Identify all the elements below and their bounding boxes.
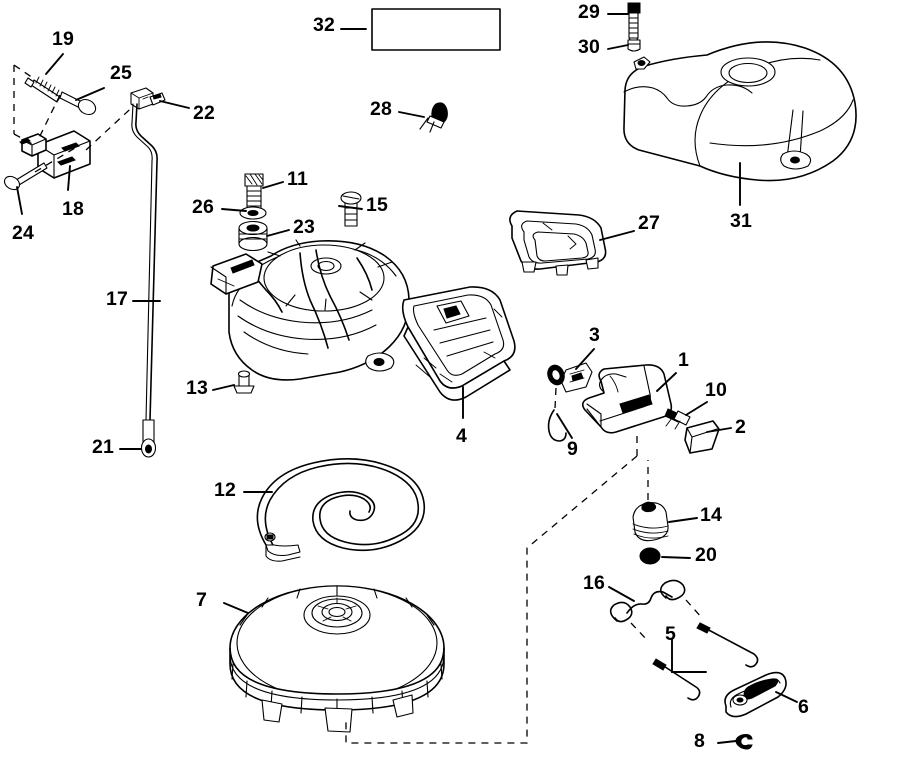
cap-nut-14 (632, 501, 669, 542)
grommet-13 (233, 370, 255, 394)
callout-25: 25 (110, 62, 133, 84)
handle-bezel-27 (509, 210, 607, 276)
leader-lines (16, 13, 798, 744)
starter-handle-1 (581, 364, 673, 434)
recoil-spring-12 (256, 458, 426, 562)
pawl-6 (724, 671, 787, 718)
insert-2 (684, 420, 720, 454)
screw-long-24 (3, 162, 48, 191)
callout-10: 10 (705, 379, 728, 401)
callout-11: 11 (287, 168, 309, 190)
callout-20: 20 (695, 544, 718, 566)
bushing-23 (238, 220, 268, 252)
callout-7: 7 (196, 589, 208, 611)
decal-plate-32 (371, 8, 501, 51)
assembly-dashed-box (345, 430, 649, 744)
callout-1: 1 (678, 349, 690, 371)
callout-30: 30 (578, 36, 601, 58)
callout-19: 19 (52, 28, 75, 50)
nut-30 (627, 39, 641, 52)
callout-31: 31 (730, 210, 753, 232)
cable-anchor-3 (547, 362, 593, 393)
pulley-sheave-7 (229, 585, 445, 733)
callout-28: 28 (370, 98, 393, 120)
callout-12: 12 (214, 479, 237, 501)
callout-17: 17 (106, 288, 129, 310)
screw-knurled-11 (244, 173, 264, 211)
callout-2: 2 (735, 416, 747, 438)
spring-pin-19 (24, 76, 61, 103)
retainer-clip-8 (735, 734, 753, 750)
callout-22: 22 (193, 102, 216, 124)
lockout-rod-17 (131, 103, 158, 421)
pawl-spring-5a (696, 622, 759, 668)
screw-29 (627, 2, 641, 46)
rivet-pin-25 (59, 91, 97, 116)
callout-9: 9 (567, 438, 579, 460)
starter-housing-4 (210, 239, 516, 401)
callout-26: 26 (192, 196, 215, 218)
lock-nut-20 (639, 547, 661, 565)
callout-23: 23 (293, 216, 316, 238)
callout-21: 21 (92, 436, 115, 458)
washer-26 (239, 206, 267, 220)
pawl-spring-5b (652, 658, 701, 701)
callout-32: 32 (313, 14, 336, 36)
callout-18: 18 (62, 198, 85, 220)
callout-16: 16 (583, 572, 606, 594)
callout-14: 14 (700, 504, 723, 526)
callout-6: 6 (798, 696, 810, 718)
callout-24: 24 (12, 222, 35, 244)
pin-10 (664, 408, 691, 430)
hook-clip-9 (547, 387, 567, 442)
callout-5: 5 (665, 623, 677, 645)
starter-cover-31 (623, 41, 857, 182)
callout-8: 8 (694, 730, 706, 752)
assembly-dashed-lines-left (13, 64, 141, 173)
callout-3: 3 (589, 324, 601, 346)
callout-4: 4 (456, 425, 468, 447)
push-rivet-28 (419, 102, 448, 133)
spring-link-16 (609, 579, 703, 642)
callout-15: 15 (366, 194, 389, 216)
rod-end-21 (140, 419, 157, 458)
callout-27: 27 (638, 212, 661, 234)
callout-13: 13 (186, 377, 209, 399)
switch-block-18 (19, 130, 91, 179)
callout-29: 29 (578, 1, 601, 23)
